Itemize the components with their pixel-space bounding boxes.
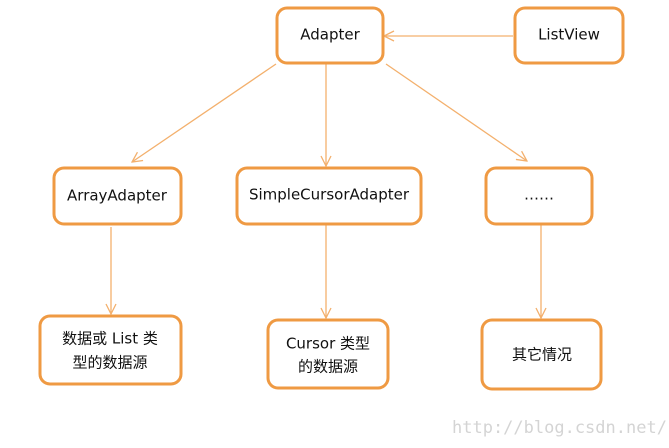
node-ellipsis-box (484, 166, 594, 226)
watermark: http://blog.csdn.net/ (452, 418, 667, 438)
node-simplecursoradapter-label: SimpleCursorAdapter (249, 186, 410, 204)
node-array-source-box (38, 314, 183, 386)
node-other-source-label: 其它情况 (512, 346, 572, 364)
node-array-source-label-line2: 型的数据源 (72, 354, 147, 372)
node-listview: ListView (513, 6, 625, 65)
edges (111, 36, 541, 318)
node-listview-label: ListView (538, 26, 600, 44)
node-simplecursoradapter: SimpleCursorAdapter (235, 166, 423, 226)
node-other-source: 其它情况 (480, 318, 603, 391)
edge-adapter-to-arrayadapter (132, 63, 277, 162)
node-arrayadapter-box (52, 166, 183, 226)
node-array-source: 数据或 List 类 型的数据源 (38, 314, 183, 386)
node-cursor-source-box (266, 318, 390, 390)
node-ellipsis: …… (484, 166, 594, 226)
node-array-source-label-line1: 数据或 List 类 (62, 330, 158, 348)
node-arrayadapter: ArrayAdapter (52, 166, 183, 226)
node-cursor-source-label-line1: Cursor 类型 (286, 335, 370, 353)
node-arrayadapter-label: ArrayAdapter (67, 187, 168, 205)
node-simplecursoradapter-box (235, 166, 423, 226)
node-cursor-source: Cursor 类型 的数据源 (266, 318, 390, 390)
edge-adapter-to-ellipsis (385, 63, 527, 161)
node-ellipsis-label: …… (524, 186, 554, 204)
node-cursor-source-label-line2: 的数据源 (298, 358, 358, 376)
node-adapter-box (275, 6, 385, 65)
node-other-source-box (480, 318, 603, 391)
node-adapter-label: Adapter (300, 26, 360, 44)
node-adapter: Adapter (275, 6, 385, 65)
node-listview-box (513, 6, 625, 65)
